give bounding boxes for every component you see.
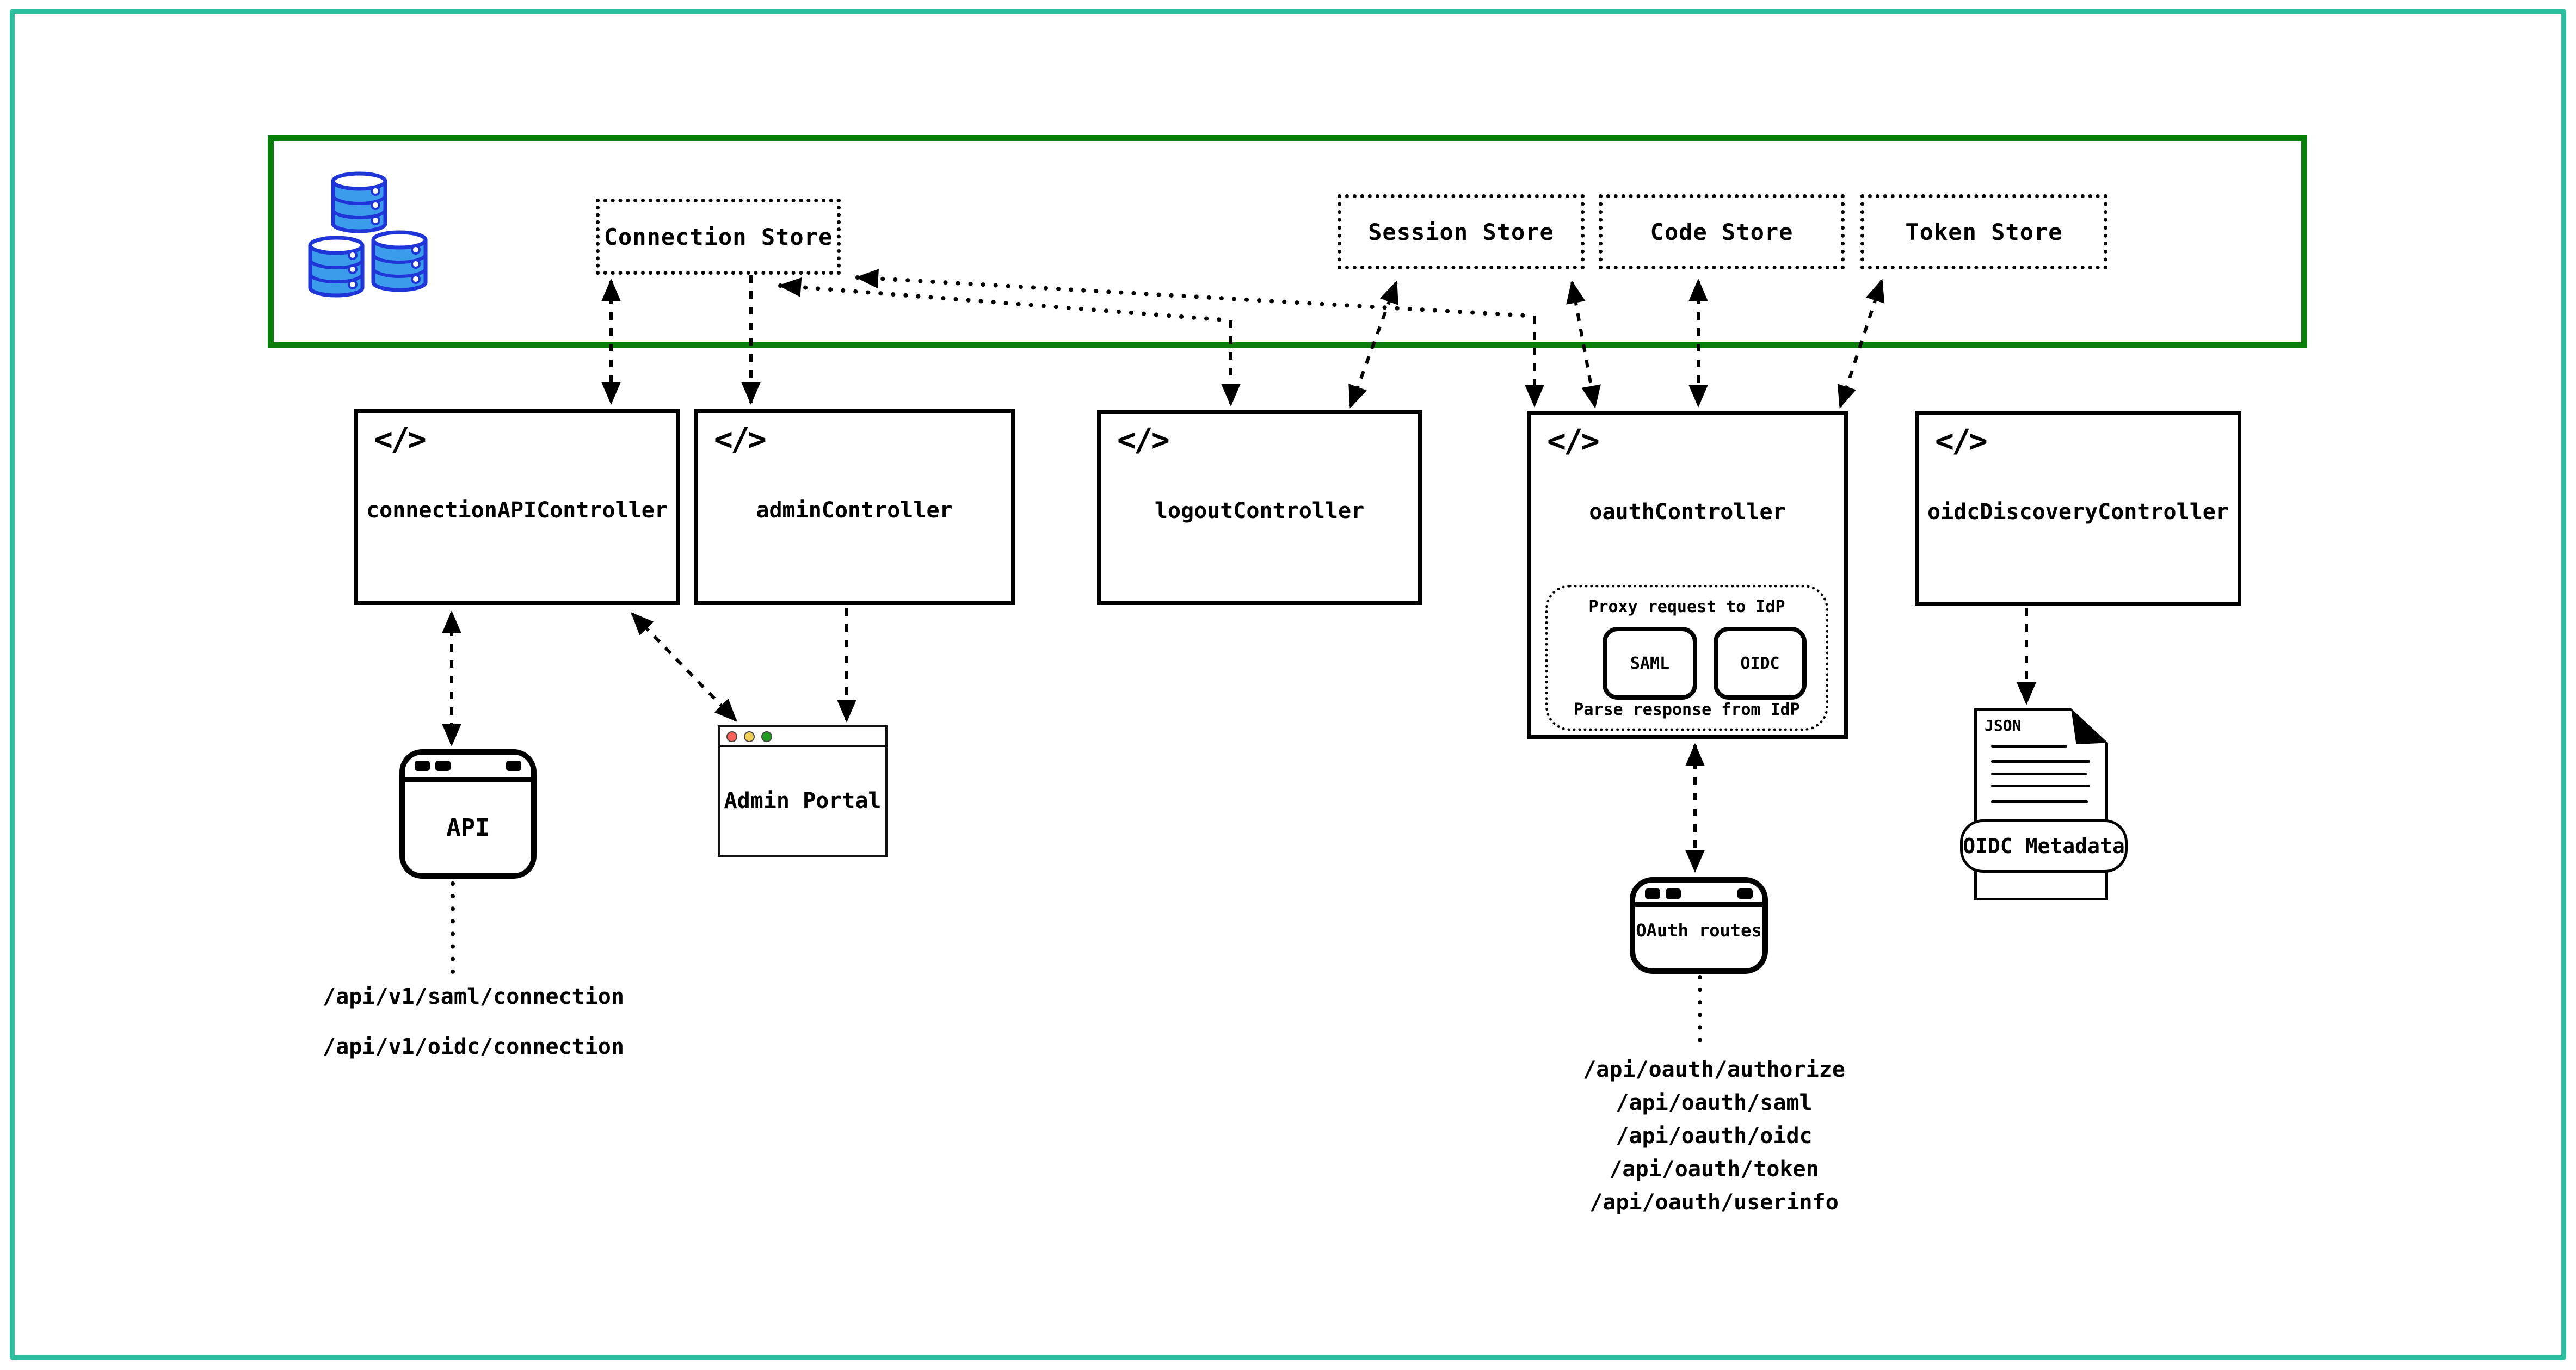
- proxy-request-label: Proxy request to IdP: [1588, 597, 1785, 616]
- document-line: [1991, 785, 2090, 787]
- document-line: [1991, 760, 2090, 763]
- window-button: [506, 761, 521, 771]
- maximize-icon: [761, 731, 772, 742]
- route-path: /api/v1/saml/connection: [323, 984, 624, 1009]
- logout-controller-label: logoutController: [1154, 498, 1365, 523]
- window-button: [1645, 888, 1660, 899]
- connection-store-box: Connection Store: [596, 199, 841, 275]
- document-line: [1991, 745, 2067, 748]
- token-store-box: Token Store: [1860, 194, 2107, 269]
- oauth-route-list: /api/oauth/authorize /api/oauth/saml /ap…: [1551, 1053, 1877, 1219]
- oauth-routes-label: OAuth routes: [1636, 920, 1762, 941]
- oauth-routes-titlebar: [1635, 883, 1762, 907]
- code-icon: </>: [1935, 422, 1988, 459]
- admin-portal-label: Admin Portal: [724, 788, 882, 813]
- window-button: [1666, 888, 1681, 899]
- session-store-box: Session Store: [1338, 194, 1585, 269]
- api-window: API: [399, 749, 537, 879]
- code-icon: </>: [1547, 422, 1600, 459]
- session-store-label: Session Store: [1368, 218, 1554, 245]
- minimize-icon: [744, 731, 755, 742]
- route-path: /api/oauth/authorize: [1583, 1057, 1845, 1082]
- connection-api-controller-box: </> connectionAPIController: [354, 409, 680, 605]
- route-path: /api/oauth/oidc: [1616, 1124, 1813, 1149]
- admin-portal-titlebar: [720, 727, 885, 747]
- route-path: /api/v1/oidc/connection: [323, 1034, 624, 1059]
- api-window-titlebar: [405, 755, 531, 782]
- outer-frame: [10, 9, 2566, 1360]
- token-store-label: Token Store: [1905, 218, 2063, 245]
- oauth-controller-label: oauthController: [1589, 499, 1786, 524]
- code-icon: </>: [374, 421, 427, 458]
- document-line: [1991, 773, 2087, 775]
- database-icon: [308, 171, 428, 298]
- connection-store-label: Connection Store: [603, 223, 833, 250]
- window-button: [435, 761, 451, 771]
- json-file-type-label: JSON: [1985, 717, 2022, 735]
- code-icon: </>: [1117, 421, 1170, 458]
- route-path: /api/oauth/saml: [1616, 1090, 1813, 1115]
- oidc-discovery-controller-box: </> oidcDiscoveryController: [1915, 411, 2241, 606]
- api-label: API: [446, 814, 490, 842]
- idp-proxy-box: Proxy request to IdP SAML OIDC Parse res…: [1545, 585, 1828, 731]
- window-button: [1737, 888, 1753, 899]
- close-icon: [726, 731, 737, 742]
- route-path: /api/oauth/userinfo: [1589, 1190, 1839, 1215]
- oidc-metadata-label: OIDC Metadata: [1963, 834, 2125, 858]
- saml-label: SAML: [1630, 653, 1670, 673]
- oidc-label: OIDC: [1740, 653, 1780, 673]
- window-button: [415, 761, 430, 771]
- parse-response-label: Parse response from IdP: [1574, 700, 1800, 719]
- oauth-routes-window: OAuth routes: [1630, 877, 1768, 974]
- oidc-protocol-box: OIDC: [1714, 627, 1807, 700]
- code-icon: </>: [714, 421, 767, 458]
- code-store-label: Code Store: [1650, 218, 1794, 245]
- oidc-discovery-controller-label: oidcDiscoveryController: [1927, 499, 2229, 524]
- logout-controller-box: </> logoutController: [1097, 410, 1422, 605]
- route-path: /api/oauth/token: [1609, 1157, 1819, 1182]
- api-route-list: /api/v1/saml/connection /api/v1/oidc/con…: [310, 972, 637, 1072]
- admin-portal-window: Admin Portal: [718, 725, 888, 857]
- code-store-box: Code Store: [1599, 194, 1845, 269]
- connection-api-controller-label: connectionAPIController: [366, 498, 668, 523]
- saml-protocol-box: SAML: [1603, 627, 1697, 700]
- admin-controller-label: adminController: [756, 498, 953, 523]
- document-line: [1991, 800, 2088, 803]
- admin-controller-box: </> adminController: [694, 409, 1015, 605]
- oidc-metadata-banner: OIDC Metadata: [1960, 819, 2128, 873]
